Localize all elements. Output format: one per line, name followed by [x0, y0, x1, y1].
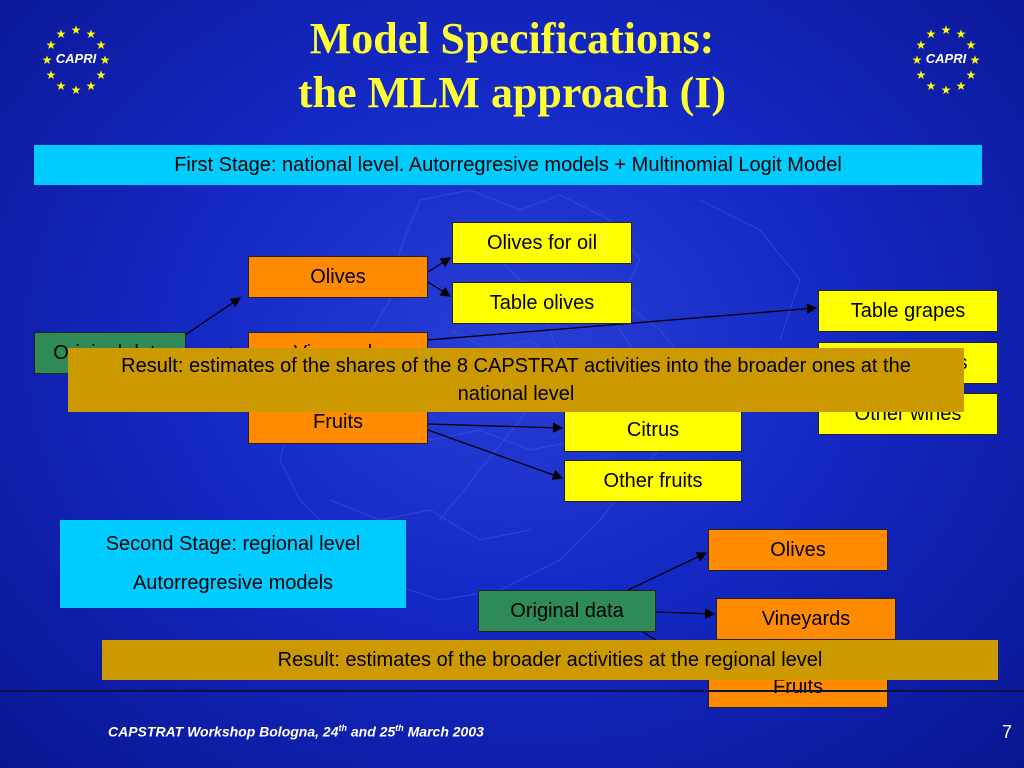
- title-line-2: the MLM approach (I): [297, 68, 727, 117]
- result-national-banner: Result: estimates of the shares of the 8…: [68, 348, 964, 412]
- capri-logo-left: ★★★ ★★★ ★★★ ★★★ CAPRI: [38, 22, 114, 98]
- svg-text:★: ★: [956, 27, 967, 41]
- svg-text:★: ★: [86, 27, 97, 41]
- page-number: 7: [1001, 722, 1012, 742]
- stage2-olives-box: Olives: [708, 529, 888, 571]
- footer-text: CAPSTRAT Workshop Bologna, 24th and 25th…: [108, 723, 484, 740]
- capri-logo-text: CAPRI: [55, 51, 97, 66]
- svg-text:★: ★: [916, 38, 927, 52]
- eu-stars-icon: ★★★ ★★★ ★★★ ★★★: [42, 23, 111, 97]
- svg-text:★: ★: [912, 53, 923, 67]
- olives-box: Olives: [248, 256, 428, 298]
- svg-text:★: ★: [100, 53, 111, 67]
- svg-text:★: ★: [56, 79, 67, 93]
- eu-stars-icon: ★★★ ★★★ ★★★ ★★★: [912, 23, 981, 97]
- svg-text:★: ★: [96, 38, 107, 52]
- citrus-box: Citrus: [564, 408, 742, 452]
- svg-text:★: ★: [941, 83, 952, 97]
- second-stage-line-1: Second Stage: regional level: [105, 533, 361, 555]
- stage2-vineyards-box: Vineyards: [716, 598, 896, 640]
- table-olives-box: Table olives: [452, 282, 632, 324]
- title-line-1: Model Specifications:: [309, 14, 715, 63]
- other-fruits-box: Other fruits: [564, 460, 742, 502]
- second-stage-line-2: Autorregresive models: [132, 572, 334, 594]
- capri-logo-right: ★★★ ★★★ ★★★ ★★★ CAPRI: [908, 22, 984, 98]
- svg-text:★: ★: [46, 68, 57, 82]
- svg-text:★: ★: [966, 38, 977, 52]
- svg-text:★: ★: [42, 53, 53, 67]
- result-regional-banner: Result: estimates of the broader activit…: [102, 640, 998, 680]
- svg-text:★: ★: [56, 27, 67, 41]
- svg-text:★: ★: [916, 68, 927, 82]
- svg-text:★: ★: [926, 27, 937, 41]
- svg-text:★: ★: [71, 23, 82, 37]
- svg-text:★: ★: [941, 23, 952, 37]
- capri-logo-text: CAPRI: [925, 51, 967, 66]
- svg-text:★: ★: [86, 79, 97, 93]
- slide-title: Model Specifications: the MLM approach (…: [180, 12, 844, 120]
- first-stage-banner: First Stage: national level. Autorregres…: [34, 145, 982, 185]
- svg-text:★: ★: [96, 68, 107, 82]
- table-grapes-box: Table grapes: [818, 290, 998, 332]
- svg-text:★: ★: [71, 83, 82, 97]
- olives-for-oil-box: Olives for oil: [452, 222, 632, 264]
- svg-text:★: ★: [46, 38, 57, 52]
- footer-divider: [0, 690, 1024, 692]
- svg-text:★: ★: [970, 53, 981, 67]
- svg-text:★: ★: [926, 79, 937, 93]
- stage2-original-data-box: Original data: [478, 590, 656, 632]
- svg-text:★: ★: [956, 79, 967, 93]
- svg-text:★: ★: [966, 68, 977, 82]
- second-stage-label: Second Stage: regional level Autorregres…: [60, 520, 406, 608]
